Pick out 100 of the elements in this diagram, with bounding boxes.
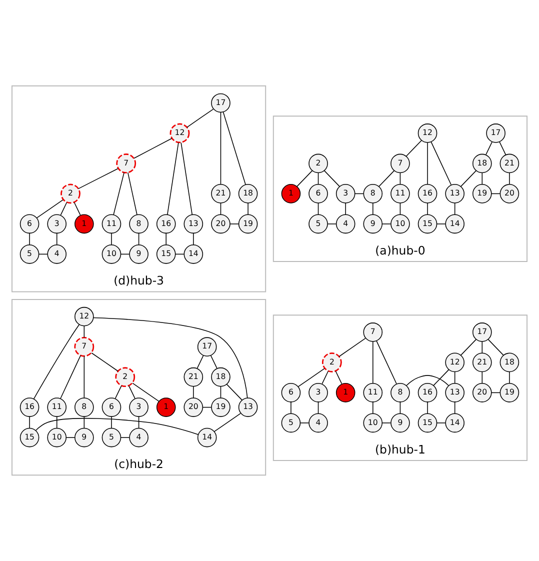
- connector: [56, 232, 58, 246]
- connector: [454, 402, 456, 414]
- node-circle: 5: [20, 244, 40, 264]
- connector: [400, 172, 401, 185]
- connector: [220, 112, 222, 185]
- node-circle: 11: [47, 398, 67, 417]
- connector: [36, 199, 64, 218]
- connector: [91, 352, 118, 372]
- node-circle: 10: [102, 244, 122, 264]
- connector: [196, 355, 204, 369]
- node-circle: 9: [74, 428, 94, 448]
- connector: [376, 340, 397, 384]
- node-circle: 15: [418, 214, 438, 234]
- node-circle: 17: [472, 322, 492, 342]
- node-circle: 5: [102, 428, 122, 448]
- node-circle: 6: [281, 383, 301, 402]
- node-circle: 10: [390, 214, 410, 234]
- connector: [460, 339, 476, 356]
- connector: [214, 413, 241, 432]
- node-circle: 10: [47, 428, 67, 448]
- node-circle: 15: [156, 244, 176, 264]
- node-circle: 11: [102, 214, 122, 234]
- connector: [128, 385, 136, 399]
- node-circle: 14: [184, 244, 204, 264]
- connector: [66, 437, 76, 438]
- connector: [406, 375, 449, 386]
- node-circle: 17: [197, 337, 217, 356]
- connector: [35, 418, 198, 435]
- connector: [167, 142, 179, 215]
- node-circle: 5: [308, 214, 328, 234]
- connector: [296, 170, 313, 187]
- connector: [372, 202, 374, 215]
- connector: [430, 141, 452, 186]
- node-circle: 16: [418, 184, 438, 204]
- node-circle: 17: [211, 93, 230, 113]
- connector: [322, 370, 329, 384]
- connector: [93, 317, 248, 398]
- node-circle: 8: [74, 398, 94, 417]
- node-circle: 21: [211, 184, 230, 204]
- connector: [114, 385, 122, 399]
- connector: [372, 341, 374, 384]
- node-circle: 1: [156, 398, 176, 417]
- connector: [84, 326, 85, 338]
- connector: [378, 170, 395, 187]
- connector: [298, 368, 325, 388]
- connector: [324, 170, 340, 187]
- connector: [406, 140, 422, 157]
- connector: [400, 402, 401, 414]
- node-circle: 4: [129, 428, 148, 448]
- node-circle: 4: [47, 244, 67, 264]
- node-circle: 16: [418, 383, 438, 402]
- node-circle: 8: [129, 214, 148, 234]
- node-circle: 19: [211, 398, 230, 417]
- connector: [56, 416, 58, 429]
- node-circle: 19: [238, 214, 258, 234]
- node-circle: 17: [486, 124, 506, 143]
- connector: [290, 402, 292, 414]
- node-circle: 20: [472, 383, 492, 402]
- node-circle: 9: [363, 214, 383, 234]
- connector: [220, 386, 222, 398]
- node-circle: 10: [363, 413, 383, 433]
- node-circle: 4: [308, 413, 328, 433]
- node-circle: 19: [472, 184, 492, 204]
- connector: [427, 402, 428, 414]
- node-circle: 2: [60, 184, 80, 204]
- node-circle: 20: [500, 184, 520, 204]
- connector: [193, 232, 194, 246]
- connector: [427, 142, 428, 185]
- node-circle: 19: [500, 383, 520, 402]
- node-circle: 14: [445, 214, 464, 234]
- connector: [127, 172, 138, 215]
- connector: [454, 202, 456, 215]
- connector: [382, 422, 392, 424]
- connector: [220, 202, 222, 215]
- node-circle: 8: [390, 383, 410, 402]
- connector: [345, 202, 346, 215]
- connector: [482, 172, 483, 185]
- node-circle: 16: [20, 398, 40, 417]
- node-circle: 8: [363, 184, 383, 204]
- connector: [338, 338, 366, 357]
- connector: [113, 172, 124, 215]
- connector: [120, 437, 130, 438]
- node-circle: 13: [445, 184, 464, 204]
- node-circle: 21: [472, 352, 492, 372]
- connector: [138, 232, 140, 246]
- node-circle: 13: [238, 398, 258, 417]
- connector: [454, 371, 456, 384]
- node-circle: 3: [47, 214, 67, 234]
- node-circle: 5: [281, 413, 301, 433]
- node-circle: 21: [184, 367, 204, 387]
- connector: [482, 341, 483, 354]
- node-circle: 6: [308, 184, 328, 204]
- connector: [499, 142, 506, 155]
- connector: [29, 232, 30, 246]
- node-circle: 14: [445, 413, 464, 433]
- node-circle: 20: [211, 214, 230, 234]
- connector: [482, 371, 483, 384]
- connector: [318, 202, 319, 215]
- connector: [222, 112, 246, 185]
- node-circle: 4: [336, 214, 356, 234]
